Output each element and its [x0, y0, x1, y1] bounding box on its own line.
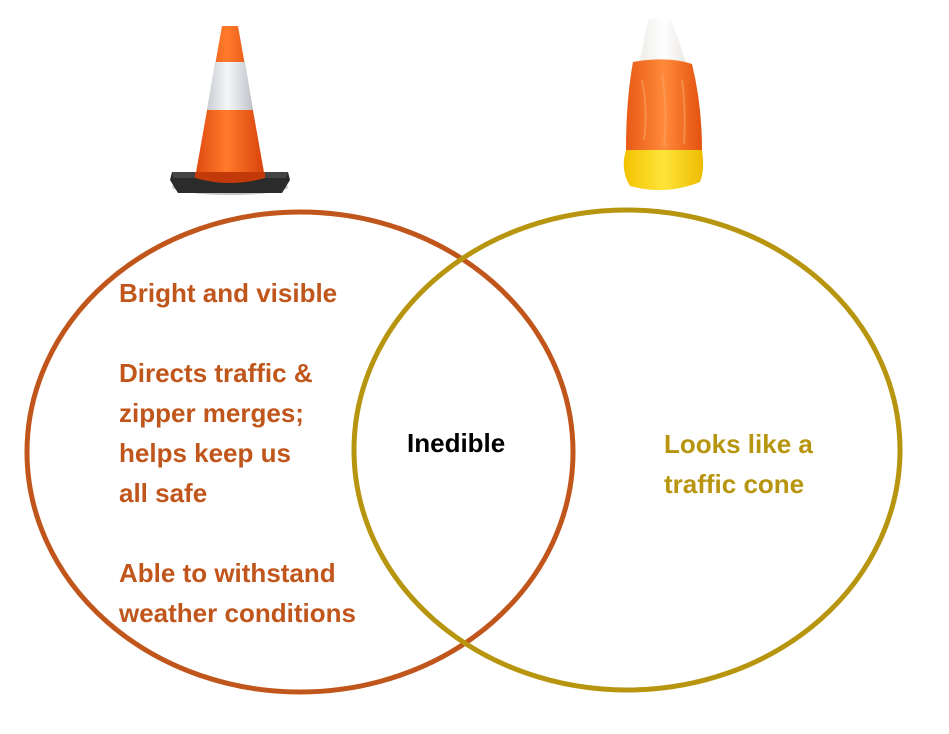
left-item-all-safe: all safe: [119, 478, 208, 508]
candy-corn-icon: [623, 17, 704, 191]
left-item-keep-us: helps keep us: [119, 438, 291, 468]
left-item-withstand: Able to withstand: [119, 558, 336, 588]
right-label-line2: traffic cone: [664, 469, 805, 499]
right-label-line1: Looks like a: [664, 429, 813, 459]
left-item-bright-visible: Bright and visible: [119, 278, 338, 308]
left-item-directs-traffic: Directs traffic &: [119, 358, 313, 388]
right-circle: [351, 207, 903, 693]
traffic-cone-icon: [170, 26, 290, 195]
left-item-zipper-merges: zipper merges;: [119, 398, 304, 428]
right-set-label: Looks like a traffic cone: [664, 424, 813, 504]
intersection-label: Inedible: [407, 428, 506, 458]
left-item-weather: weather conditions: [119, 598, 356, 628]
left-circle: [24, 209, 576, 695]
